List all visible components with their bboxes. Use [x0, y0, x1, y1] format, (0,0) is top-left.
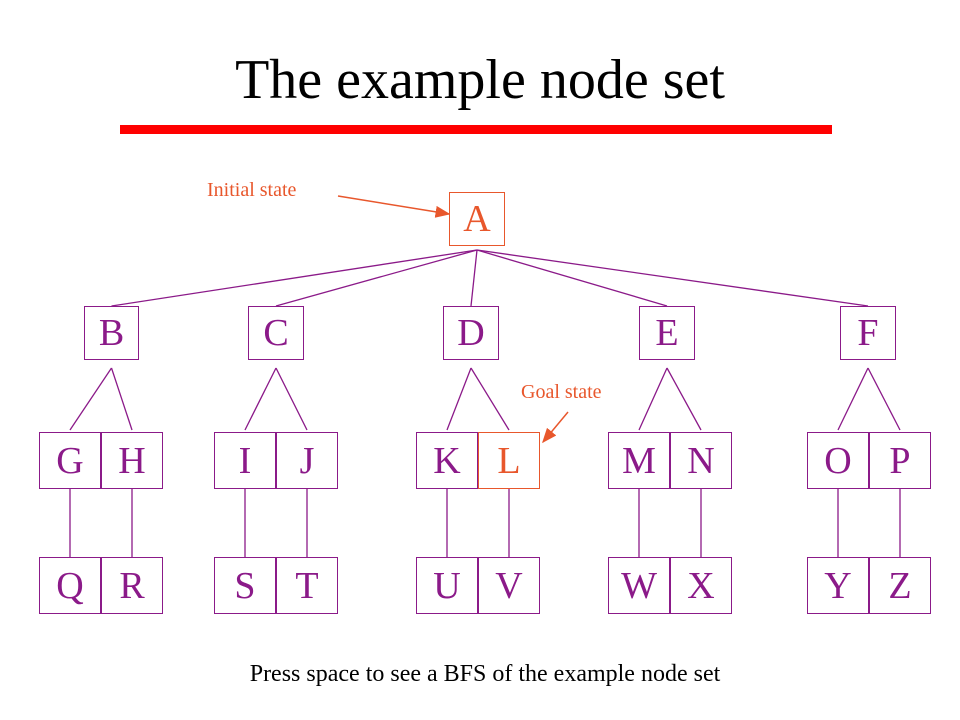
edge-c-j	[275, 367, 308, 431]
node-p: P	[869, 432, 931, 489]
node-c: C	[248, 306, 304, 360]
edge-d-k	[446, 367, 472, 431]
node-o: O	[807, 432, 869, 489]
node-f: F	[840, 306, 896, 360]
node-k: K	[416, 432, 478, 489]
node-n: N	[670, 432, 732, 489]
edge-a-c	[275, 249, 478, 307]
edge-e-m	[638, 367, 668, 431]
edge-e-n	[666, 367, 702, 431]
node-j: J	[276, 432, 338, 489]
instruction-text: Press space to see a BFS of the example …	[249, 661, 721, 687]
node-b: B	[84, 306, 139, 360]
node-a: A	[449, 192, 505, 246]
goal-state-label: Goal state	[521, 381, 602, 403]
node-v: V	[478, 557, 540, 614]
edge-a-d	[470, 249, 478, 307]
node-l: L	[478, 432, 540, 489]
node-q: Q	[39, 557, 101, 614]
node-g: G	[39, 432, 101, 489]
node-e: E	[639, 306, 695, 360]
edge-f-o	[837, 367, 869, 431]
edge-c-i	[244, 367, 277, 431]
edge-a-e	[476, 249, 668, 307]
edge-d-l	[470, 367, 510, 431]
node-y: Y	[807, 557, 869, 614]
edge-f-p	[867, 367, 901, 431]
page-title: The example node set	[235, 49, 725, 111]
node-z: Z	[869, 557, 931, 614]
node-h: H	[101, 432, 163, 489]
title-underline	[120, 125, 832, 134]
goal-state-arrow	[542, 411, 569, 444]
node-w: W	[608, 557, 670, 614]
node-x: X	[670, 557, 732, 614]
node-u: U	[416, 557, 478, 614]
node-t: T	[276, 557, 338, 614]
edge-a-b	[111, 249, 478, 307]
node-i: I	[214, 432, 276, 489]
node-r: R	[101, 557, 163, 614]
edge-b-g	[69, 367, 113, 431]
node-s: S	[214, 557, 276, 614]
node-d: D	[443, 306, 499, 360]
initial-state-label: Initial state	[207, 179, 297, 201]
initial-state-arrow	[337, 195, 451, 218]
edge-a-f	[476, 249, 869, 307]
edge-b-h	[110, 367, 133, 431]
node-m: M	[608, 432, 670, 489]
